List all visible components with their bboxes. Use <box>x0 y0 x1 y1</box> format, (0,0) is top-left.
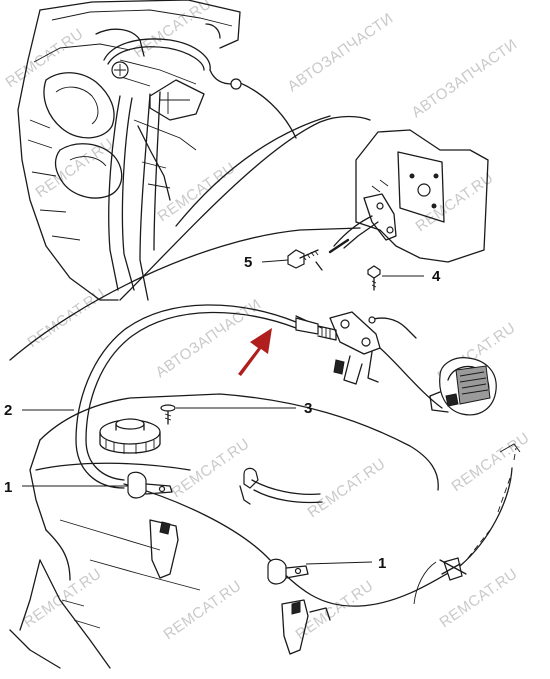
bracket-slot <box>340 319 350 329</box>
bracket-hole <box>386 226 394 234</box>
tank-side-bracket <box>413 557 467 605</box>
callout-2: 2 <box>4 402 12 419</box>
cable-end-bracket <box>295 311 417 385</box>
mount-hole <box>417 183 431 197</box>
watermark-text: REMCAT.RU <box>155 159 239 225</box>
clamp-part-1-upper <box>127 471 179 579</box>
engine-cable-routing <box>103 38 297 301</box>
watermark-text: REMCAT.RU <box>293 577 377 643</box>
bolt-part-4 <box>367 265 381 291</box>
cable-clip <box>230 78 242 90</box>
accelerator-cable <box>75 304 521 607</box>
watermark-text: АВТОЗАПЧАСТИ <box>285 10 397 96</box>
leader-lines <box>22 259 424 565</box>
watermark-text: REMCAT.RU <box>413 169 497 235</box>
watermark-text: REMCAT.RU <box>305 455 389 521</box>
watermark-text: АВТОЗАПЧАСТИ <box>409 36 521 122</box>
pedal-mount-block <box>328 129 489 263</box>
bracket-hole <box>376 202 384 210</box>
callout-5: 5 <box>244 254 252 271</box>
watermark-text: REMCAT.RU <box>161 577 245 643</box>
watermark-layer: REMCAT.RU REMCAT.RU АВТОЗАПЧАСТИ АВТОЗАП… <box>3 0 533 643</box>
mount-stud <box>409 173 415 179</box>
watermark-text: REMCAT.RU <box>21 565 105 631</box>
callout-1-lower: 1 <box>378 555 386 572</box>
mount-stud <box>433 173 439 179</box>
indicator-arrow-icon <box>238 328 272 376</box>
watermark-text: REMCAT.RU <box>3 25 87 91</box>
cable-clip <box>368 316 376 324</box>
watermark-text: REMCAT.RU <box>33 135 117 201</box>
callout-3: 3 <box>304 400 312 417</box>
clamp-part-1-lower <box>267 558 331 655</box>
fuel-hose <box>239 467 323 505</box>
fuel-filler-cap <box>99 418 161 454</box>
callout-4: 4 <box>432 268 441 285</box>
engine-block <box>17 0 241 301</box>
throttle-actuator <box>379 347 497 416</box>
actuator-end <box>445 393 459 407</box>
body-panel-outline <box>9 115 371 361</box>
mount-stud <box>431 203 437 209</box>
fuel-tank <box>9 393 439 669</box>
bracket-slot <box>361 337 371 347</box>
watermark-text: REMCAT.RU <box>449 429 533 495</box>
callout-1-upper: 1 <box>4 479 12 496</box>
bracket-foot <box>333 359 345 375</box>
screw-part-3 <box>160 404 176 425</box>
bolt-part-5 <box>287 249 323 271</box>
